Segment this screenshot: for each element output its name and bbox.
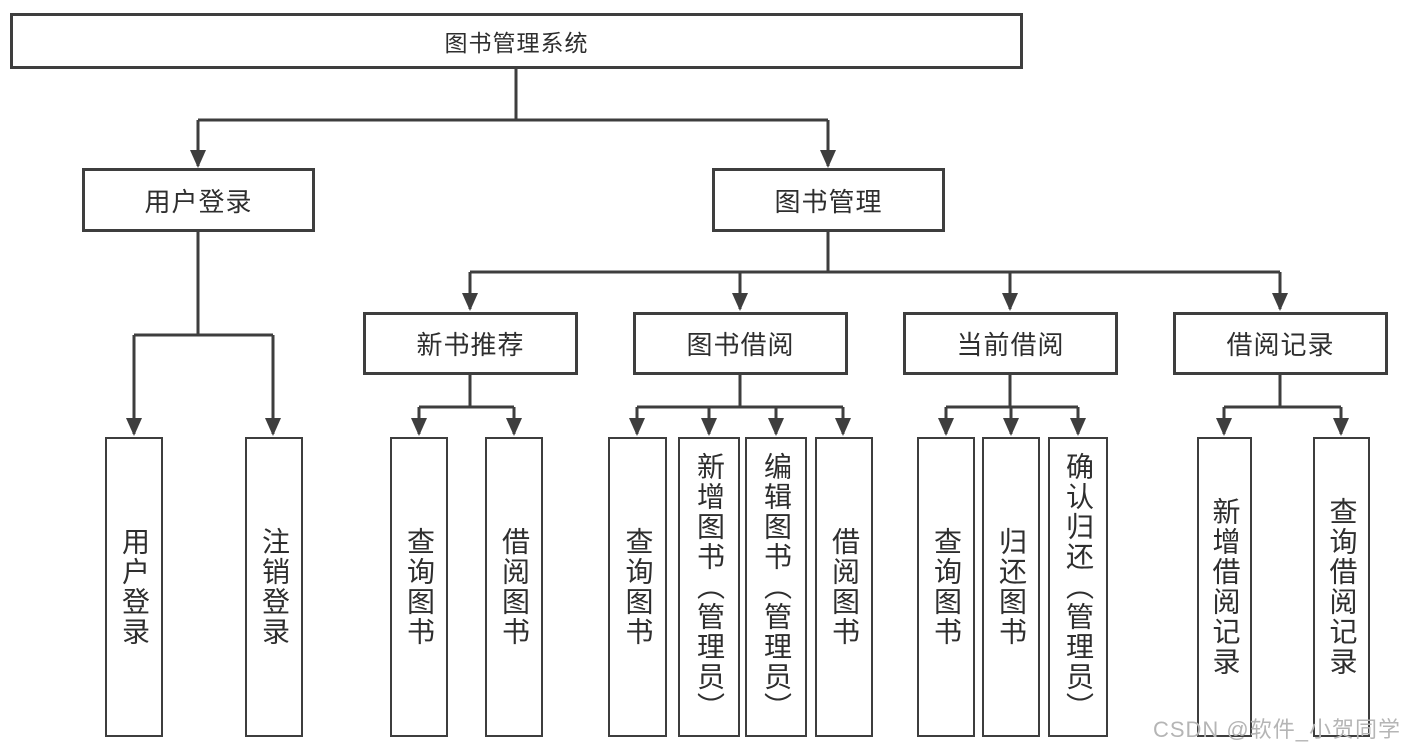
node-current-borrowing: 当前借阅 <box>903 312 1118 375</box>
node-user-login: 用户登录 <box>82 168 315 232</box>
leaf-add-borrow-record: 新增借阅记录 <box>1197 437 1252 737</box>
node-library-system: 图书管理系统 <box>10 13 1023 69</box>
leaf-return-books: 归还图书 <box>982 437 1040 737</box>
leaf-query-books-current: 查询图书 <box>917 437 975 737</box>
node-borrowing-records: 借阅记录 <box>1173 312 1388 375</box>
leaf-logout-login: 注销登录 <box>245 437 303 737</box>
leaf-borrow-books-borrowing: 借阅图书 <box>815 437 873 737</box>
leaf-query-borrow-record: 查询借阅记录 <box>1313 437 1370 737</box>
node-book-borrowing: 图书借阅 <box>633 312 848 375</box>
leaf-query-books-borrowing: 查询图书 <box>608 437 667 737</box>
node-book-management: 图书管理 <box>712 168 945 232</box>
csdn-watermark: CSDN @软件_小贺同学 <box>1152 717 1401 742</box>
leaf-query-books-recommend: 查询图书 <box>390 437 448 737</box>
leaf-edit-books-admin: 编辑图书（管理员） <box>745 437 807 737</box>
leaf-borrow-books-recommend: 借阅图书 <box>485 437 543 737</box>
leaf-confirm-return-admin: 确认归还（管理员） <box>1048 437 1108 737</box>
leaf-add-books-admin: 新增图书（管理员） <box>678 437 740 737</box>
leaf-user-login: 用户登录 <box>105 437 163 737</box>
node-new-book-recommend: 新书推荐 <box>363 312 578 375</box>
